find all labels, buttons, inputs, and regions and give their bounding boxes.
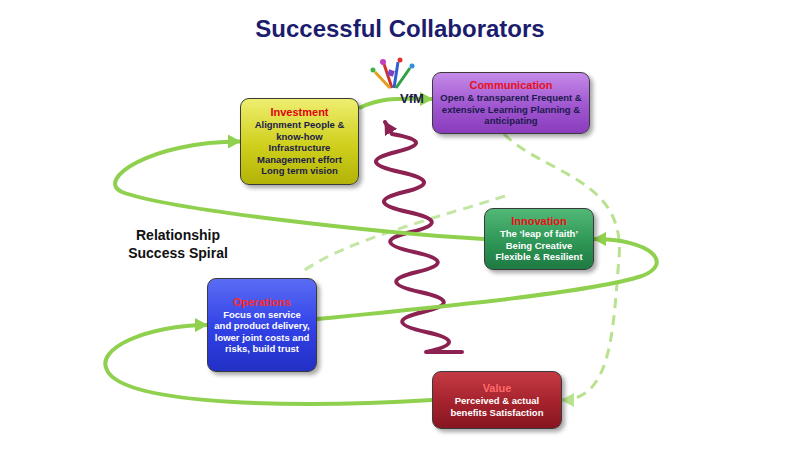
box-heading: Innovation xyxy=(511,215,567,228)
box-heading: Investment xyxy=(270,106,328,119)
box-heading: Value xyxy=(483,382,512,395)
vfm-label: VfM xyxy=(390,91,434,107)
spiral-stage-box: ValuePerceived & actual benefits Satisfa… xyxy=(432,371,562,429)
box-body: Focus on service and product delivery, l… xyxy=(214,309,310,355)
spiral-stage-box: CommunicationOpen & transparent Frequent… xyxy=(432,72,590,134)
spiral-stage-box: OperationsFocus on service and product d… xyxy=(207,278,317,372)
box-heading: Operations xyxy=(233,296,291,309)
box-body: Open & transparent Frequent & extensive … xyxy=(439,92,583,127)
celebration-icon xyxy=(371,58,415,89)
spiral-label: Relationship Success Spiral xyxy=(128,226,228,262)
box-body: Perceived & actual benefits Satisfaction xyxy=(439,395,555,418)
diagram-title: Successful Collaborators xyxy=(0,14,800,44)
box-body: Alignment People & know-how Infrastructu… xyxy=(247,119,352,177)
box-heading: Communication xyxy=(469,79,552,92)
spiral-stage-box: InnovationThe ‘leap of faith’ Being Crea… xyxy=(484,208,594,270)
spiral-stage-box: InvestmentAlignment People & know-how In… xyxy=(240,98,359,185)
box-body: The ‘leap of faith’ Being Creative Flexi… xyxy=(491,228,587,263)
